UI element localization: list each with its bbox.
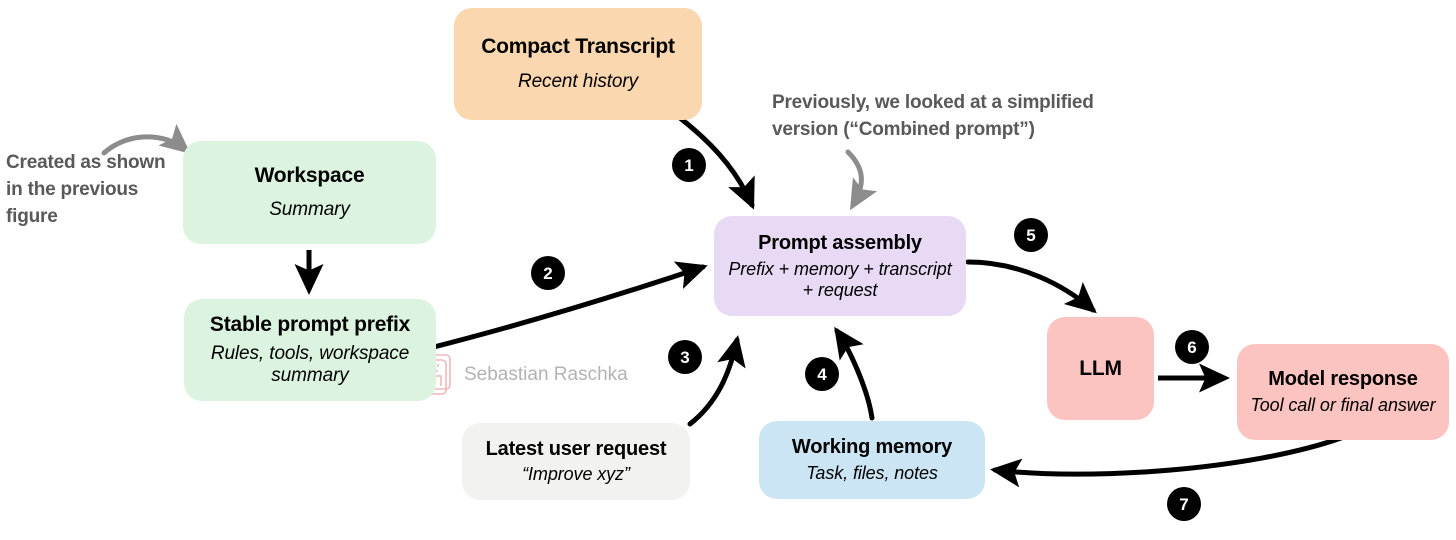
step-badge-6: 6 [1175,330,1209,364]
node-title: Compact Transcript [481,35,675,59]
node-subtitle: Prefix + memory + transcript + request [728,259,952,300]
node-subtitle: Tool call or final answer [1250,395,1436,416]
node-title: Workspace [254,163,365,187]
node-latest-user-request[interactable]: Latest user request “Improve xyz” [462,423,690,500]
step-badge-7: 7 [1167,487,1201,521]
step-badge-2: 2 [531,256,565,290]
node-stable-prompt-prefix[interactable]: Stable prompt prefix Rules, tools, works… [184,299,436,401]
node-compact-transcript[interactable]: Compact Transcript Recent history [454,8,702,120]
node-subtitle: Task, files, notes [806,462,938,483]
node-prompt-assembly[interactable]: Prompt assembly Prefix + memory + transc… [714,216,966,316]
step-badge-4: 4 [805,357,839,391]
node-title: Stable prompt prefix [209,313,411,337]
node-workspace[interactable]: Workspace Summary [183,141,436,244]
node-title: Prompt assembly [758,231,922,254]
arrow-step-5 [965,259,1097,314]
node-title: Latest user request [485,438,667,461]
node-subtitle: Summary [269,199,350,221]
step-badge-1: 1 [672,148,706,182]
node-subtitle: Rules, tools, workspace summary [210,342,410,386]
node-model-response[interactable]: Model response Tool call or final answer [1237,344,1449,440]
arrow-step-4 [834,326,875,421]
annotation-created-as-shown: Created as shown in the previous figure [6,152,166,227]
step-badge-5: 5 [1014,218,1048,252]
watermark-text: Sebastian Raschka [464,364,628,385]
annotation-arrow-previously [845,149,878,211]
node-title: Model response [1268,367,1418,390]
node-title: Working memory [791,436,953,459]
step-badge-3: 3 [668,340,702,374]
watermark: Sebastian Raschka [414,352,628,398]
node-title: LLM [1079,356,1122,380]
arrow-step-2 [427,261,708,351]
node-subtitle: Recent history [517,70,639,92]
annotation-previously-simplified: Previously, we looked at a simplified ve… [772,92,1094,140]
node-subtitle: “Improve xyz” [522,463,630,484]
node-llm[interactable]: LLM [1047,317,1154,420]
arrow-step-7 [990,435,1344,488]
node-working-memory[interactable]: Working memory Task, files, notes [759,421,985,499]
